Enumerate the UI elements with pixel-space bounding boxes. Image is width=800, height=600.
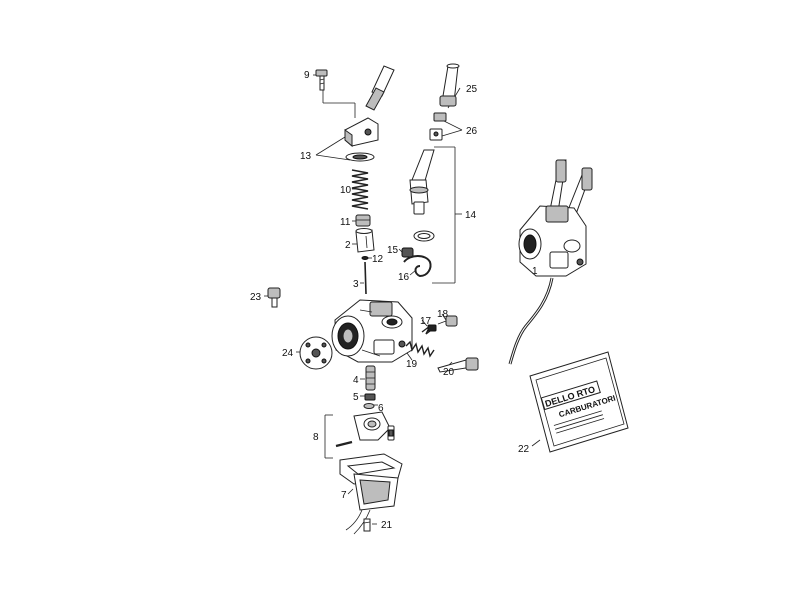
callout-24: 24 <box>282 348 294 359</box>
part-21-drain-screw <box>363 518 371 532</box>
callout-5: 5 <box>353 392 359 403</box>
part-24-manifold-gasket <box>299 336 333 370</box>
part-17-idle-spring <box>421 324 437 335</box>
part-9-screw <box>315 69 328 91</box>
part-14-choke-assembly <box>401 149 435 278</box>
part-19-throttle-stop-spring <box>405 340 435 358</box>
callout-18: 18 <box>437 309 449 320</box>
callout-21: 21 <box>381 520 393 531</box>
callout-2: 2 <box>345 240 351 251</box>
callout-13: 13 <box>300 151 312 162</box>
callout-22: 22 <box>518 444 530 455</box>
leader-lines <box>264 74 546 525</box>
callout-9: 9 <box>304 70 310 81</box>
callout-1: 1 <box>532 266 538 277</box>
part-22-service-kit-card: DELLO RTO CARBURATORI <box>529 351 629 453</box>
part-20-throttle-stop-screw <box>437 357 479 373</box>
part-8-float-assembly <box>335 411 395 448</box>
part-5-main-jet <box>364 393 376 401</box>
part-13-carburetor-top-cap <box>344 65 395 162</box>
part-12-needle-clip <box>361 256 369 260</box>
part-25-cable-boot <box>439 63 460 107</box>
part-10-throttle-spring <box>351 169 369 210</box>
callout-19: 19 <box>406 359 418 370</box>
callout-10: 10 <box>340 185 352 196</box>
callout-16: 16 <box>398 272 410 283</box>
part-26-cable-adjuster <box>429 112 447 141</box>
callout-15: 15 <box>387 245 399 256</box>
callout-labels: 1 2 3 4 5 6 7 8 9 10 11 12 13 14 15 16 1… <box>250 70 538 531</box>
part-2-throttle-slide <box>355 228 375 253</box>
part-16-spring-clip <box>403 255 432 278</box>
part-6-washer <box>363 403 375 409</box>
part-15-choke-plunger <box>401 247 414 258</box>
carburetor-body <box>331 299 413 363</box>
part-18-idle-screw <box>437 315 458 327</box>
callout-4: 4 <box>353 375 359 386</box>
callout-3: 3 <box>353 279 359 290</box>
part-11-needle-retainer <box>355 214 371 227</box>
callout-23: 23 <box>250 292 262 303</box>
part-1-complete-carburetor <box>508 159 593 365</box>
callout-26: 26 <box>466 126 478 137</box>
callout-20: 20 <box>443 367 455 378</box>
part-23-drain-screw <box>267 287 281 308</box>
callout-12: 12 <box>372 254 384 265</box>
callout-8: 8 <box>313 432 319 443</box>
part-4-atomizer <box>365 365 376 391</box>
callout-11: 11 <box>340 217 351 228</box>
callout-6: 6 <box>378 403 384 414</box>
callout-7: 7 <box>341 490 347 501</box>
callout-17: 17 <box>420 316 432 327</box>
part-3-jet-needle <box>364 261 367 295</box>
callout-25: 25 <box>466 84 478 95</box>
part-7-float-bowl <box>339 453 403 535</box>
callout-14: 14 <box>465 210 477 221</box>
